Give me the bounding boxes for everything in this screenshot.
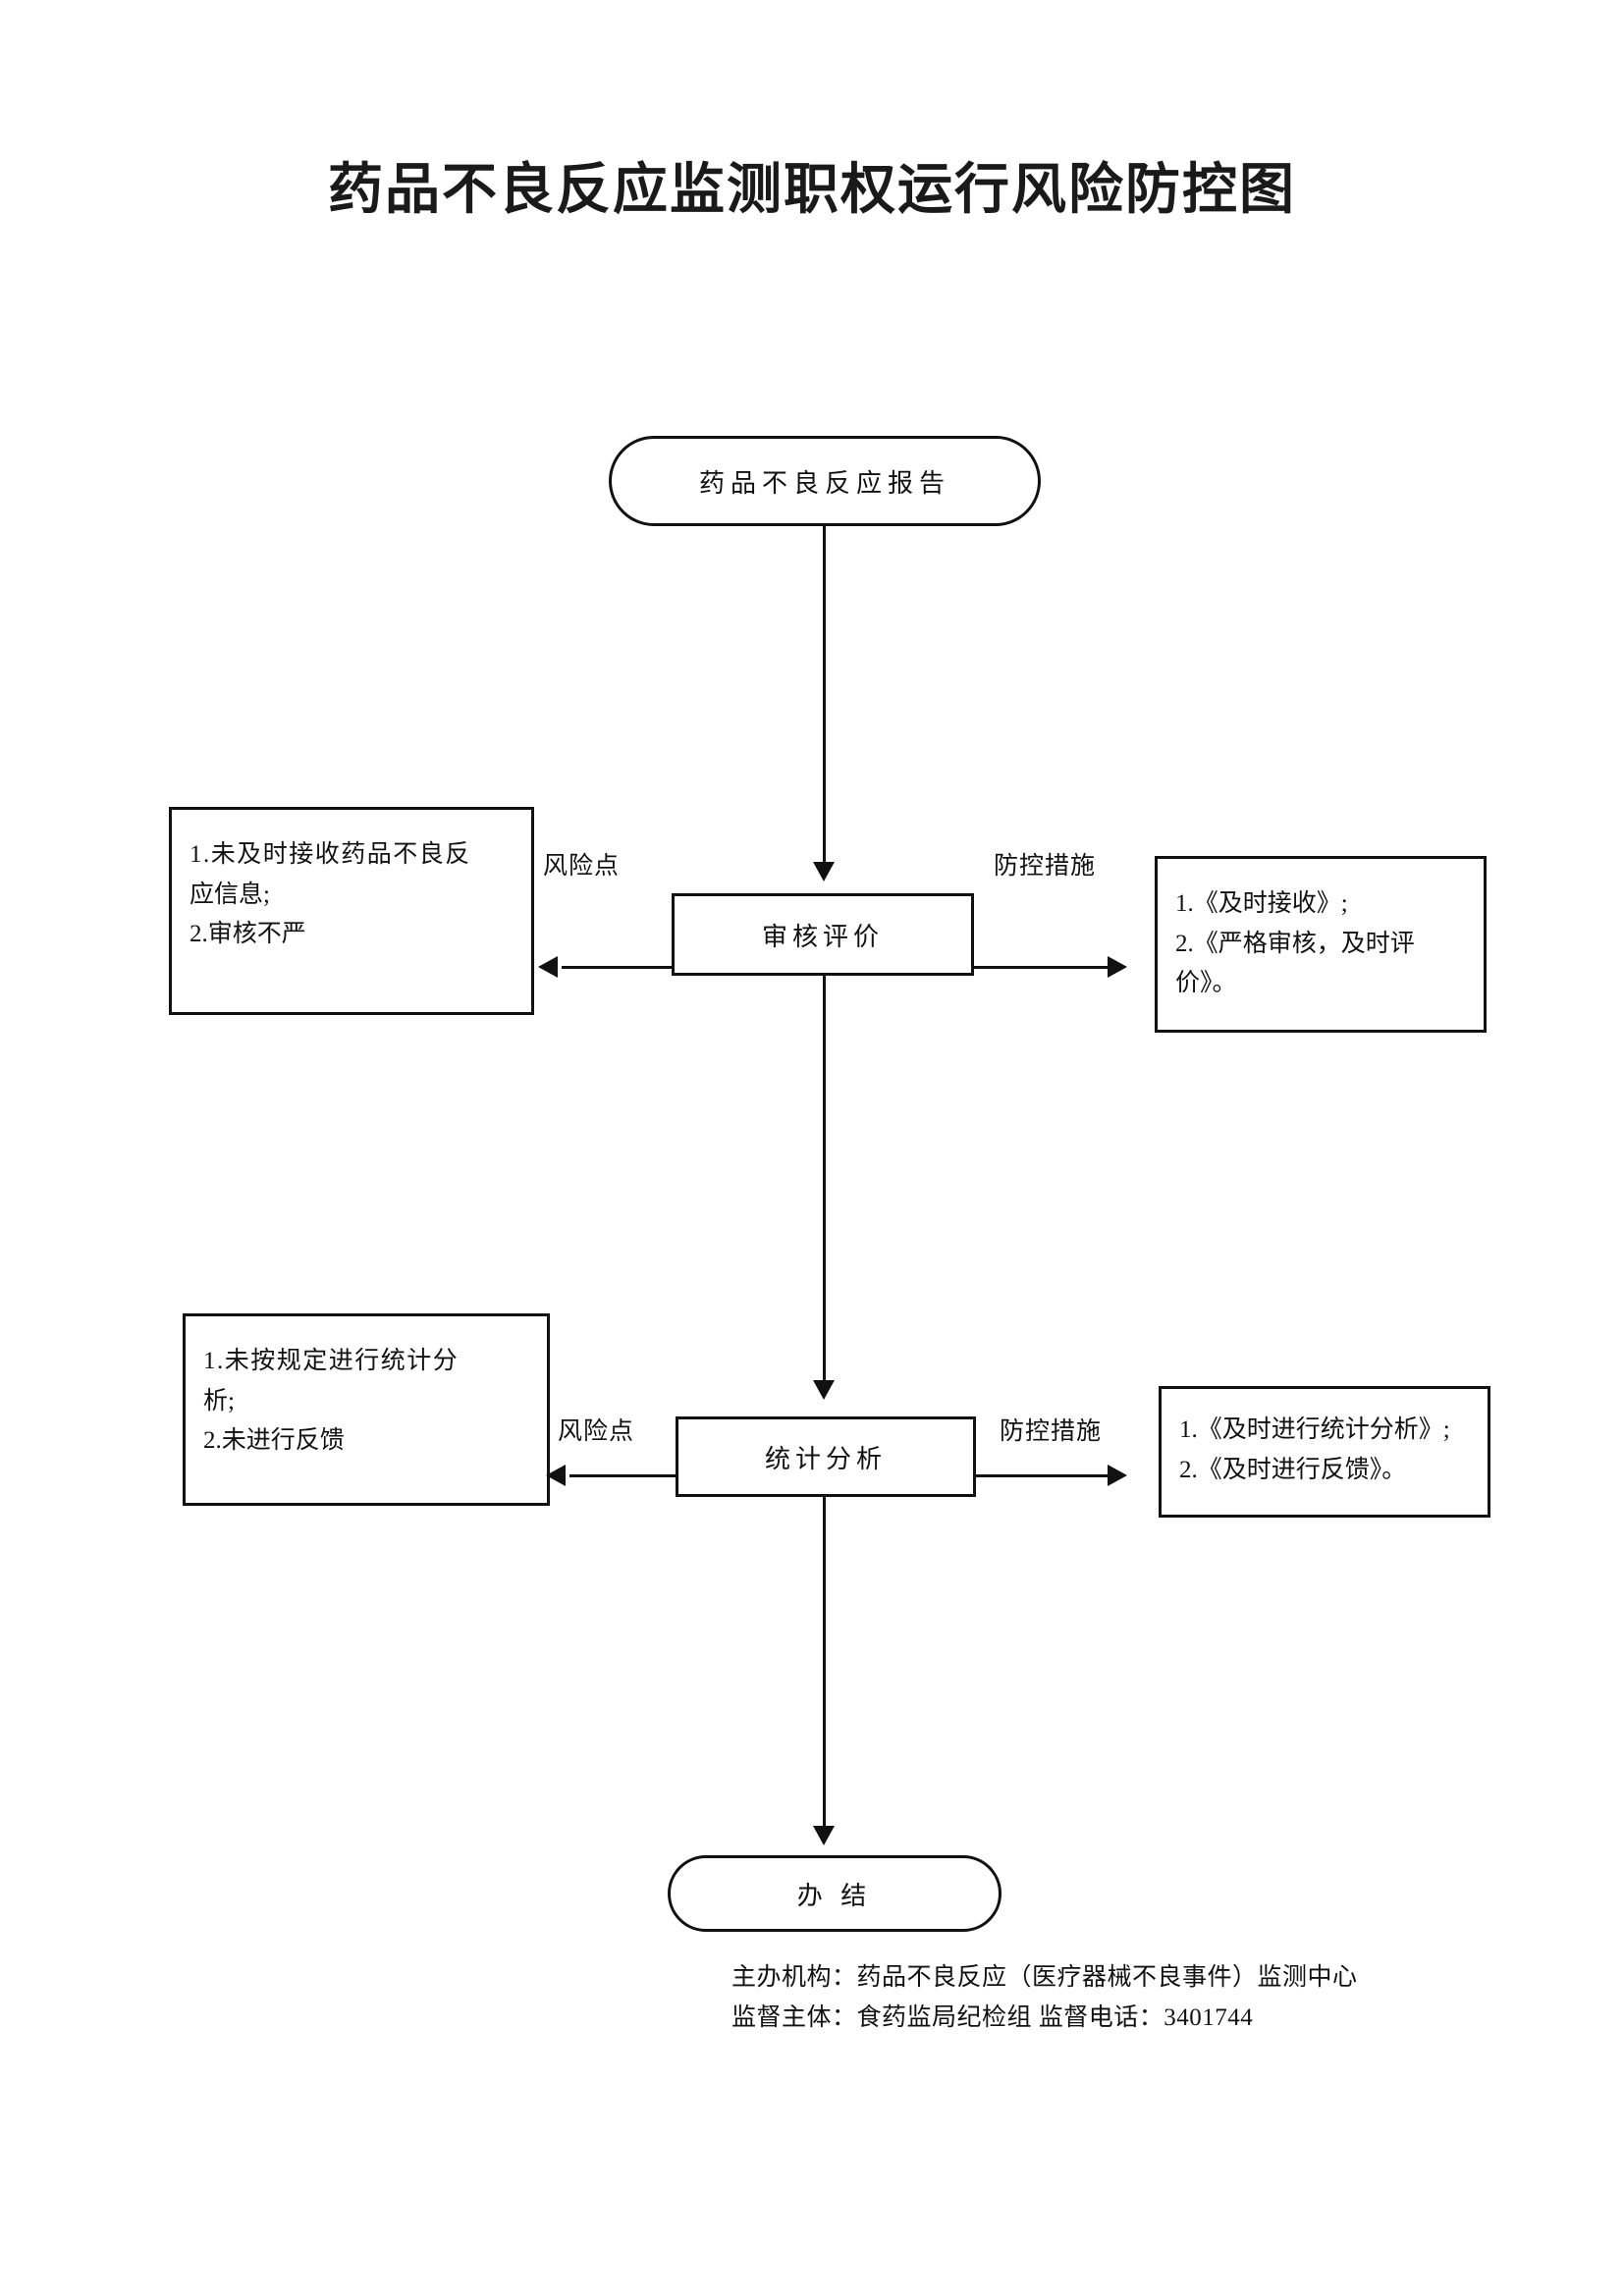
footer-line-supervisor: 监督主体：食药监局纪检组 监督电话：3401744 <box>731 2003 1254 2031</box>
end-node: 办 结 <box>668 1855 1001 1932</box>
risk-line: 应信息; <box>189 881 270 908</box>
footer-line-organizer: 主办机构：药品不良反应（医疗器械不良事件）监测中心 <box>731 1964 1358 1991</box>
risk-box-step-2: 1.未按规定进行统计分 析; 2.未进行反馈 <box>183 1313 550 1506</box>
arrowhead-step2-to-end <box>813 1826 835 1845</box>
connector-step2-to-risk <box>569 1474 676 1477</box>
connector-step1-to-measure <box>974 966 1110 969</box>
measure-line: 2.《严格审核，及时评 <box>1175 930 1415 957</box>
process-label: 统计分析 <box>764 1444 887 1473</box>
risk-line: 2.审核不严 <box>189 921 306 947</box>
measure-box-step-1: 1.《及时接收》; 2.《严格审核，及时评 价》。 <box>1155 856 1487 1033</box>
process-box-step-2: 统计分析 <box>676 1416 976 1497</box>
start-node-label: 药品不良反应报告 <box>698 468 950 498</box>
footer-block: 主办机构：药品不良反应（医疗器械不良事件）监测中心 监督主体：食药监局纪检组 监… <box>731 1958 1358 2038</box>
arrowhead-step1-to-measure <box>1108 956 1127 978</box>
risk-line: 1.未及时接收药品不良反 <box>189 841 471 868</box>
risk-box-step-1: 1.未及时接收药品不良反 应信息; 2.审核不严 <box>169 807 534 1015</box>
connector-step2-to-end <box>823 1497 826 1831</box>
measure-line: 2.《及时进行反馈》。 <box>1179 1456 1407 1483</box>
arrowhead-step2-to-measure <box>1108 1465 1127 1486</box>
risk-line: 1.未按规定进行统计分 <box>203 1348 460 1374</box>
edge-label-risk-step-1: 风险点 <box>543 853 621 880</box>
measure-line: 1.《及时接收》; <box>1175 890 1348 917</box>
connector-step1-to-step2 <box>823 976 826 1386</box>
connector-step2-to-measure <box>976 1474 1110 1477</box>
edge-label-measure-step-2: 防控措施 <box>1000 1418 1103 1445</box>
edge-label-risk-step-2: 风险点 <box>558 1418 635 1445</box>
connector-start-to-step1 <box>823 526 826 868</box>
connector-step1-to-risk <box>562 966 672 969</box>
arrowhead-step1-to-risk <box>538 956 558 978</box>
process-label: 审核评价 <box>761 922 884 951</box>
process-box-step-1: 审核评价 <box>672 893 974 976</box>
measure-line: 1.《及时进行统计分析》; <box>1179 1416 1450 1443</box>
page-title: 药品不良反应监测职权运行风险防控图 <box>328 160 1296 221</box>
arrowhead-step1-to-step2 <box>813 1380 835 1400</box>
end-node-label: 办 结 <box>796 1881 873 1910</box>
arrowhead-start-to-step1 <box>813 862 835 881</box>
start-node: 药品不良反应报告 <box>609 436 1041 526</box>
arrowhead-step2-to-risk <box>546 1465 566 1486</box>
measure-box-step-2: 1.《及时进行统计分析》; 2.《及时进行反馈》。 <box>1159 1386 1490 1518</box>
edge-label-measure-step-1: 防控措施 <box>994 853 1097 880</box>
risk-line: 析; <box>203 1387 235 1415</box>
measure-line: 价》。 <box>1175 970 1237 996</box>
risk-line: 2.未进行反馈 <box>203 1427 345 1454</box>
